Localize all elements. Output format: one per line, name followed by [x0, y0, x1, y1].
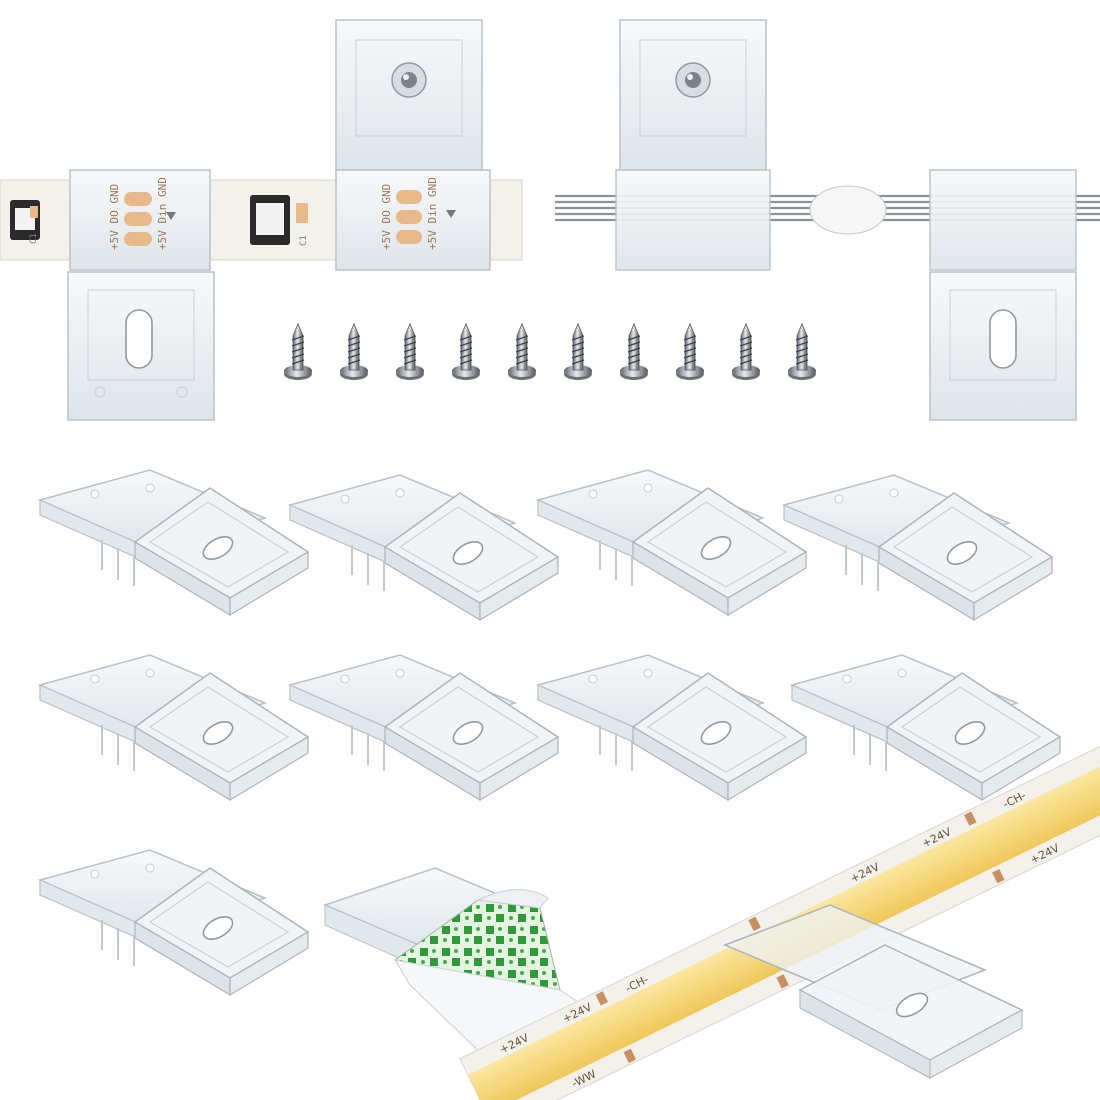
screw-3	[395, 323, 425, 381]
clip-2	[289, 474, 559, 621]
clip-4	[783, 474, 1053, 621]
led-strip-connector-assembly: C1 C1 +5V DO GND +5V Din GND	[0, 19, 523, 421]
screw-4	[451, 323, 481, 381]
clip-7	[537, 654, 807, 801]
clip-5	[39, 654, 309, 801]
component-label: C1	[29, 233, 39, 244]
wire-connector-left	[615, 19, 771, 271]
led-chip-left	[10, 200, 40, 240]
led-chip-middle	[250, 195, 308, 245]
clip-3	[537, 469, 807, 616]
clip-mounted-on-strip	[722, 904, 1024, 1079]
mount-plate-left	[67, 271, 215, 421]
pad-label-mid-right: +5V Din GND	[426, 177, 439, 250]
screw-1	[283, 323, 313, 381]
clip-8	[791, 654, 1061, 801]
clip-with-adhesive-tape	[322, 867, 579, 1061]
pad-label-right: +5V Din GND	[156, 177, 169, 250]
wire-joint	[809, 185, 887, 235]
component-label-2: C1	[299, 235, 309, 246]
screw-7	[619, 323, 649, 381]
screw-8	[675, 323, 705, 381]
screw-9	[731, 323, 761, 381]
screw-10	[787, 323, 817, 381]
clip-1	[39, 469, 309, 616]
strip-connector-left: +5V DO GND +5V Din GND	[69, 169, 211, 271]
strip-connector-middle: +5V DO GND +5V Din GND	[335, 19, 491, 271]
screw-6	[563, 323, 593, 381]
wire-connector-assembly	[555, 19, 1100, 421]
clip-6	[289, 654, 559, 801]
pad-label-mid-left: +5V DO GND	[380, 184, 393, 250]
screws-row	[283, 323, 817, 381]
clip-9	[39, 849, 309, 996]
screw-5	[507, 323, 537, 381]
pad-label-left: +5V DO GND	[108, 184, 121, 250]
wire-connector-right	[929, 169, 1077, 421]
screw-2	[339, 323, 369, 381]
